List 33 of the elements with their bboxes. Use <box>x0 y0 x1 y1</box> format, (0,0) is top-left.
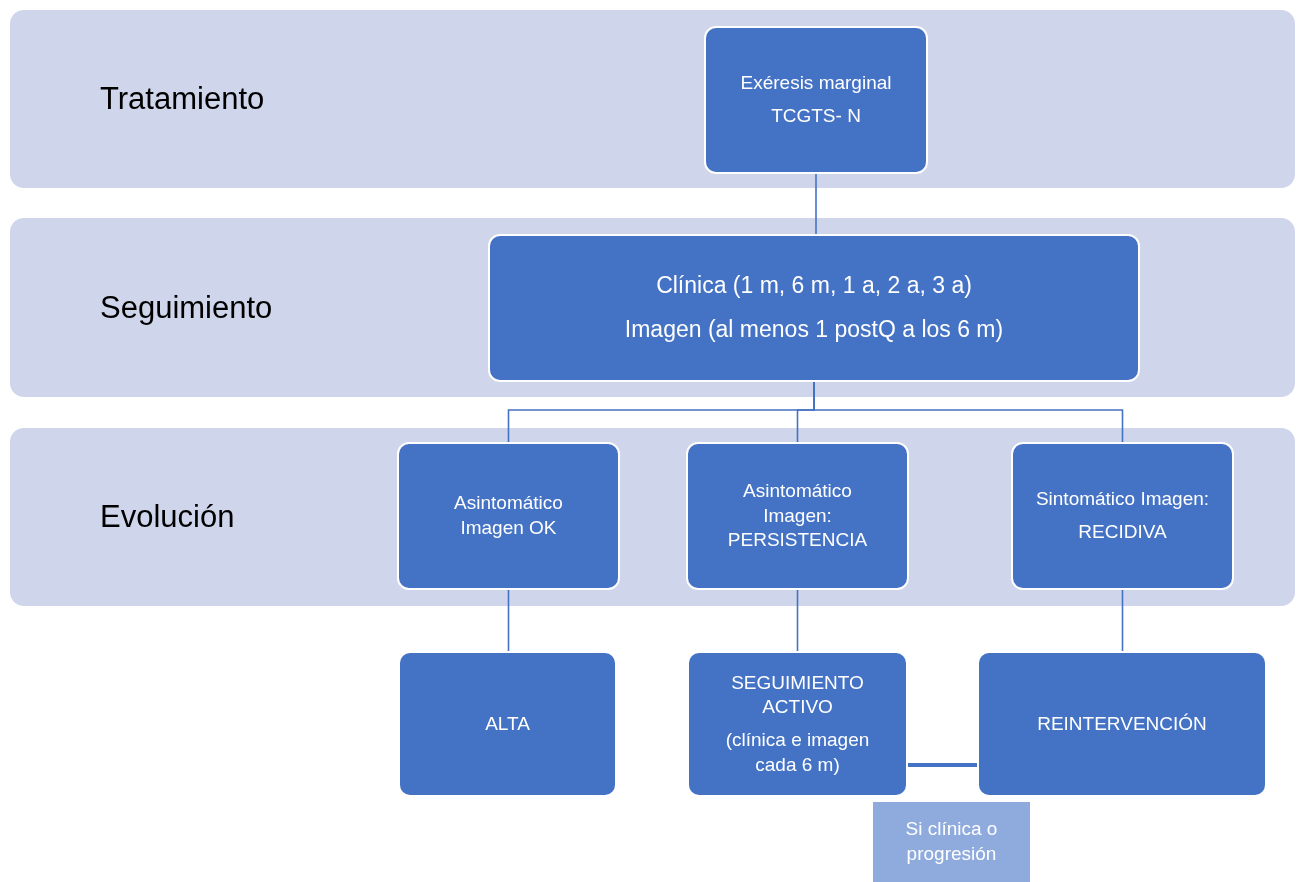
process-box <box>397 442 620 590</box>
connector-line <box>908 763 977 767</box>
process-box <box>398 651 617 797</box>
band-background <box>10 10 1295 188</box>
process-box <box>1011 442 1234 590</box>
box-text: Imagen (al menos 1 postQ a los 6 m) <box>624 315 1004 344</box>
connector-line <box>815 173 817 235</box>
process-box <box>704 26 928 174</box>
stage-label: Seguimiento <box>100 289 273 326</box>
box-text: SEGUIMIENTO ACTIVO <box>730 670 865 720</box>
connector-line <box>507 589 510 652</box>
box-text: TCGTS- N <box>771 104 861 128</box>
box-text: RECIDIVA <box>1078 520 1167 544</box>
box-text: Asintomático Imagen OK <box>453 491 564 540</box>
process-box <box>687 651 908 797</box>
box-text: ALTA <box>485 711 530 736</box>
box-text: Clínica (1 m, 6 m, 1 a, 2 a, 3 a) <box>656 271 972 301</box>
box-text: Asintomático Imagen: PERSISTENCIA <box>726 478 869 553</box>
box-text: (clínica e imagen cada 6 m) <box>724 728 871 777</box>
box-text: Exéresis marginal <box>740 71 892 96</box>
box-text: Sintomático Imagen: <box>1035 487 1210 512</box>
stage-label: Evolución <box>100 499 235 535</box>
band-background <box>10 218 1295 397</box>
connector-line <box>796 589 799 652</box>
band-background <box>10 428 1295 606</box>
note-box <box>873 802 1030 882</box>
process-box <box>977 651 1267 797</box>
process-box <box>488 234 1140 382</box>
process-box <box>686 442 909 590</box>
connector-line <box>1121 589 1124 652</box>
box-text: REINTERVENCIÓN <box>1037 711 1207 736</box>
stage-label: Tratamiento <box>100 81 265 117</box>
box-text: Si clínica o progresión <box>904 817 999 866</box>
